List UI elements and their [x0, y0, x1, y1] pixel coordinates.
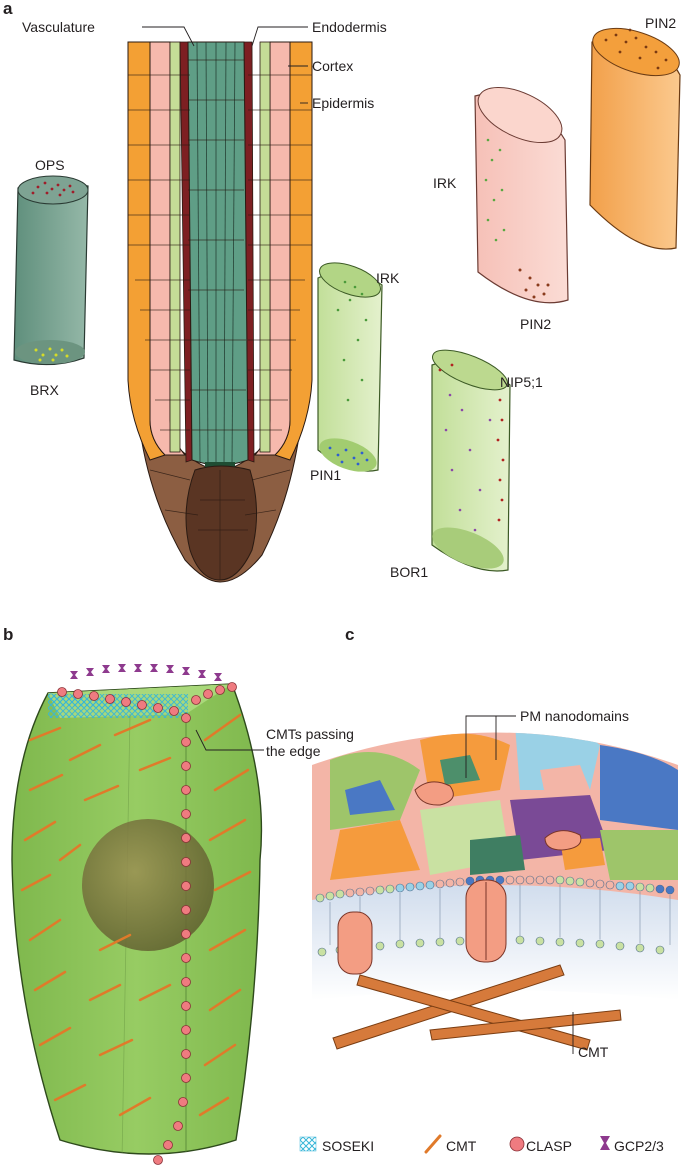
- label-cortex: Cortex: [312, 58, 354, 74]
- label-nip5-1: NIP5;1: [500, 374, 543, 390]
- root-label-leaders: [142, 26, 308, 104]
- pericycle-left: [169, 41, 181, 453]
- soseki-band: [48, 694, 188, 718]
- label-pm-nanodomains: PM nanodomains: [520, 708, 629, 724]
- label-bor1: BOR1: [390, 564, 429, 580]
- cell-irk-pin2: [474, 86, 569, 304]
- panel-b-cell: [11, 664, 264, 1165]
- cell-pin2-orange: [589, 27, 681, 250]
- label-cmt-c: CMT: [578, 1044, 609, 1060]
- panel-label-b: b: [3, 625, 14, 644]
- nanodomain-mosaic: [312, 732, 678, 900]
- nanodomain-leaders: [465, 715, 516, 778]
- root-cell-walls: [128, 59, 312, 580]
- label-vasculature: Vasculature: [22, 19, 95, 35]
- clasp-edge-markers: [57, 682, 237, 1165]
- cmt-edge-leader: [195, 729, 264, 751]
- irk-dots-pink-cell: [484, 138, 506, 242]
- cortical-microtubules: [20, 713, 252, 1117]
- membrane-proteins: [337, 781, 582, 975]
- pericycle-right: [259, 41, 271, 453]
- columella: [185, 465, 257, 581]
- root-tip-diagram: [127, 26, 313, 583]
- legend-label-gcp: GCP2/3: [614, 1138, 664, 1154]
- gcp-edge-markers: [70, 664, 222, 681]
- brx-polar-dots: [34, 347, 69, 362]
- label-epidermis: Epidermis: [312, 95, 375, 111]
- label-endodermis: Endodermis: [312, 19, 387, 35]
- label-pin2-orange-cell: PIN2: [645, 15, 677, 31]
- legend-label-clasp: CLASP: [526, 1138, 572, 1154]
- label-pin2-pink-cell: PIN2: [520, 316, 552, 332]
- cell-ops-brx: [13, 175, 89, 366]
- nip-dots: [444, 393, 492, 532]
- bor1-dots: [438, 363, 505, 522]
- panel-c-membrane: [312, 715, 678, 1054]
- label-cmts-passing-edge: CMTs passing the edge: [266, 726, 354, 759]
- panel-label-a: a: [3, 0, 13, 18]
- label-ops: OPS: [35, 157, 65, 173]
- panel-label-c: c: [345, 625, 355, 644]
- ops-polar-dots: [31, 181, 75, 197]
- legend-label-soseki: SOSEKI: [322, 1138, 375, 1154]
- label-irk-green-cell: IRK: [376, 270, 400, 286]
- vasculature: [187, 41, 249, 466]
- pin2-dots-orange-cell: [604, 28, 668, 70]
- nucleus: [82, 819, 214, 951]
- gcp-dumbbell-icon: [600, 1136, 610, 1150]
- label-irk-pink-cell: IRK: [433, 175, 457, 191]
- label-pin1: PIN1: [310, 467, 342, 483]
- legend-label-cmt: CMT: [446, 1138, 477, 1154]
- cell-nip-bor1: [431, 349, 511, 572]
- legend: SOSEKI CMT CLASP GCP2/3: [300, 1135, 685, 1157]
- legend-symbols: [299, 1134, 610, 1154]
- soseki-grid-icon: [299, 1136, 317, 1152]
- vasculature-cell-walls: [196, 41, 236, 467]
- pin1-dots: [328, 446, 369, 466]
- pin2-dots-pink-cell: [518, 268, 550, 299]
- clasp-circle-icon: [509, 1136, 525, 1152]
- irk-dots: [336, 280, 368, 402]
- cmt-rods-c: [332, 964, 622, 1051]
- cell-irk-pin1: [317, 262, 383, 472]
- cmt-rod-icon: [424, 1134, 442, 1154]
- label-brx: BRX: [30, 382, 59, 398]
